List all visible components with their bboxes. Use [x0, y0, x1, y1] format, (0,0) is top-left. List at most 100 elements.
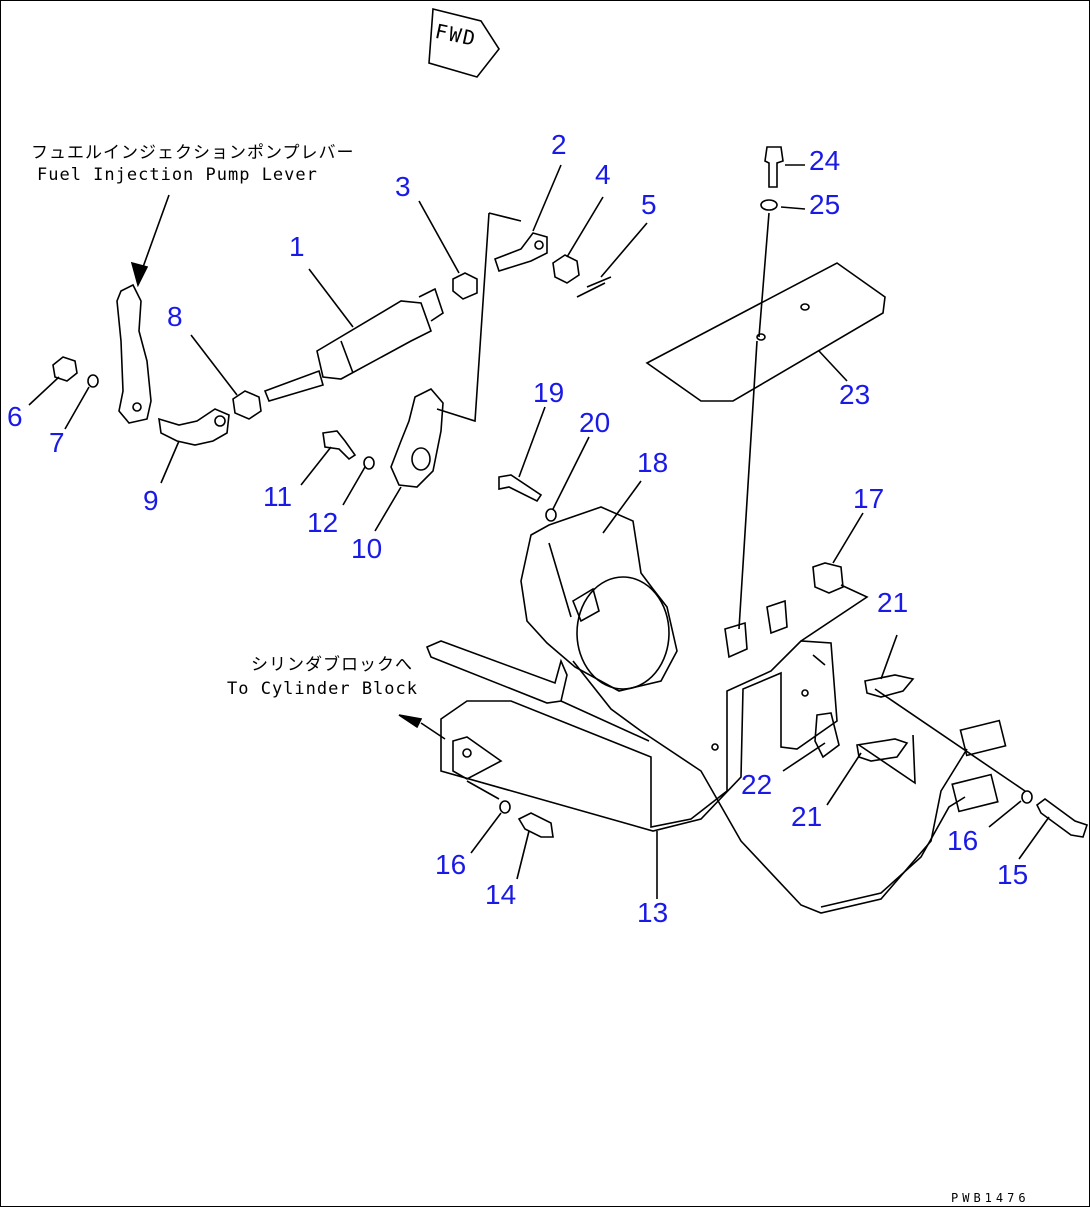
- bracket-hole-right: [801, 689, 809, 697]
- callout-15: 15: [997, 859, 1029, 890]
- callout-14: 14: [485, 879, 517, 910]
- connector-b: [951, 773, 999, 813]
- note-pump-lever-jp: フュエルインジェクションポンプレバー: [31, 143, 355, 163]
- bolt-14-axis: [466, 780, 500, 800]
- part-25-washer: [760, 199, 778, 211]
- part-4-castle-nut: [552, 254, 580, 284]
- part-13-mounting-bracket: [440, 640, 838, 832]
- note-cylinder-block-jp: シリンダブロックへ: [251, 655, 413, 675]
- bolt-axis-line: [758, 212, 770, 338]
- bolt-15-axis: [874, 688, 1026, 792]
- bracket-hole-left: [462, 748, 472, 758]
- cylinder-band: [340, 340, 354, 374]
- note-cylinder-block-en: To Cylinder Block: [227, 679, 418, 699]
- bracket-hole: [411, 447, 431, 471]
- callout-5: 5: [641, 189, 657, 220]
- callout-23: 23: [839, 379, 871, 410]
- bracket-hole-mid: [711, 743, 719, 751]
- leader-21b: [826, 752, 862, 806]
- callout-10: 10: [351, 533, 383, 564]
- leader-16b: [988, 800, 1022, 828]
- part-5-cotter-pin: [576, 276, 612, 298]
- leader-19: [518, 406, 546, 478]
- callout-24: 24: [809, 145, 841, 176]
- motor-end-cap: [576, 576, 670, 690]
- part-16-washer-left: [499, 800, 511, 814]
- callout-4: 4: [595, 159, 611, 190]
- lever-hole: [132, 402, 142, 412]
- cable-to-block: [425, 640, 568, 704]
- motor-detail: [572, 587, 600, 623]
- callout-9: 9: [143, 485, 159, 516]
- clip-axis-1: [812, 654, 826, 666]
- part-9-ball-joint: [158, 408, 230, 446]
- part-2-rod-end: [493, 232, 548, 272]
- callout-19: 19: [533, 377, 565, 408]
- leader-1: [308, 268, 354, 328]
- link-line-top: [488, 212, 522, 222]
- leader-25: [780, 206, 806, 210]
- connector-a: [959, 719, 1007, 757]
- leader-18: [602, 480, 642, 534]
- leader-4: [566, 196, 604, 258]
- part-11-bolt: [322, 430, 357, 461]
- block-arrow-shaft: [420, 722, 446, 740]
- leader-7: [64, 386, 90, 430]
- leader-16a: [470, 812, 502, 854]
- part-1-cylinder-rod: [263, 369, 324, 402]
- leader-15: [1018, 816, 1050, 860]
- part-23-cover-plate: [645, 262, 886, 402]
- leader-21a: [880, 634, 898, 680]
- leader-10: [374, 486, 402, 532]
- part-14-bolt: [517, 812, 554, 838]
- part-6-nut: [52, 356, 78, 382]
- leader-2: [532, 164, 562, 232]
- leader-3: [418, 200, 460, 274]
- bracket-top-mount-2: [766, 599, 788, 635]
- cylinder-end-cap: [418, 287, 444, 322]
- mount-17-axis: [800, 584, 869, 642]
- callout-3: 3: [395, 171, 411, 202]
- plate-hole-2: [756, 333, 766, 341]
- motor-detail-line: [548, 542, 572, 618]
- leader-20: [552, 436, 590, 510]
- part-10-lever-bracket: [390, 388, 444, 488]
- leader-8: [190, 334, 238, 396]
- callout-17: 17: [853, 483, 885, 514]
- wire-harness: [572, 660, 968, 914]
- pump-lever-arrowhead: [130, 261, 149, 288]
- part-15-bolt: [1035, 798, 1089, 838]
- callout-21-lower: 21: [791, 801, 823, 832]
- leader-5: [600, 222, 648, 278]
- note-pump-lever-en: Fuel Injection Pump Lever: [37, 165, 318, 185]
- drawing-number: PWB1476: [951, 1191, 1030, 1205]
- part-19-bolt: [498, 474, 543, 503]
- callout-2: 2: [551, 129, 567, 160]
- cable-to-block-2: [560, 700, 650, 742]
- callout-6: 6: [7, 401, 23, 432]
- leader-14: [516, 830, 530, 880]
- callout-1: 1: [289, 231, 305, 262]
- part-16-washer-right: [1021, 790, 1033, 804]
- part-21-clip-lower: [856, 738, 909, 762]
- callout-11: 11: [263, 481, 293, 512]
- callout-7: 7: [49, 427, 65, 458]
- part-22-clamp: [814, 712, 840, 759]
- callout-18: 18: [637, 447, 669, 478]
- leader-6: [28, 376, 60, 406]
- plate-hole-1: [800, 303, 810, 311]
- block-arrowhead: [398, 714, 423, 729]
- callout-13: 13: [637, 897, 669, 928]
- part-1-cylinder-body: [316, 300, 432, 380]
- leader-9: [160, 440, 180, 484]
- clip-axis-2: [858, 734, 916, 785]
- plate-bolt-axis: [738, 340, 758, 630]
- callout-21-upper: 21: [877, 587, 909, 618]
- callout-22: 22: [741, 769, 773, 800]
- part-8-nut: [232, 390, 262, 420]
- callout-12: 12: [307, 507, 339, 538]
- bracket-top-mount: [724, 621, 748, 659]
- leader-23: [818, 350, 848, 382]
